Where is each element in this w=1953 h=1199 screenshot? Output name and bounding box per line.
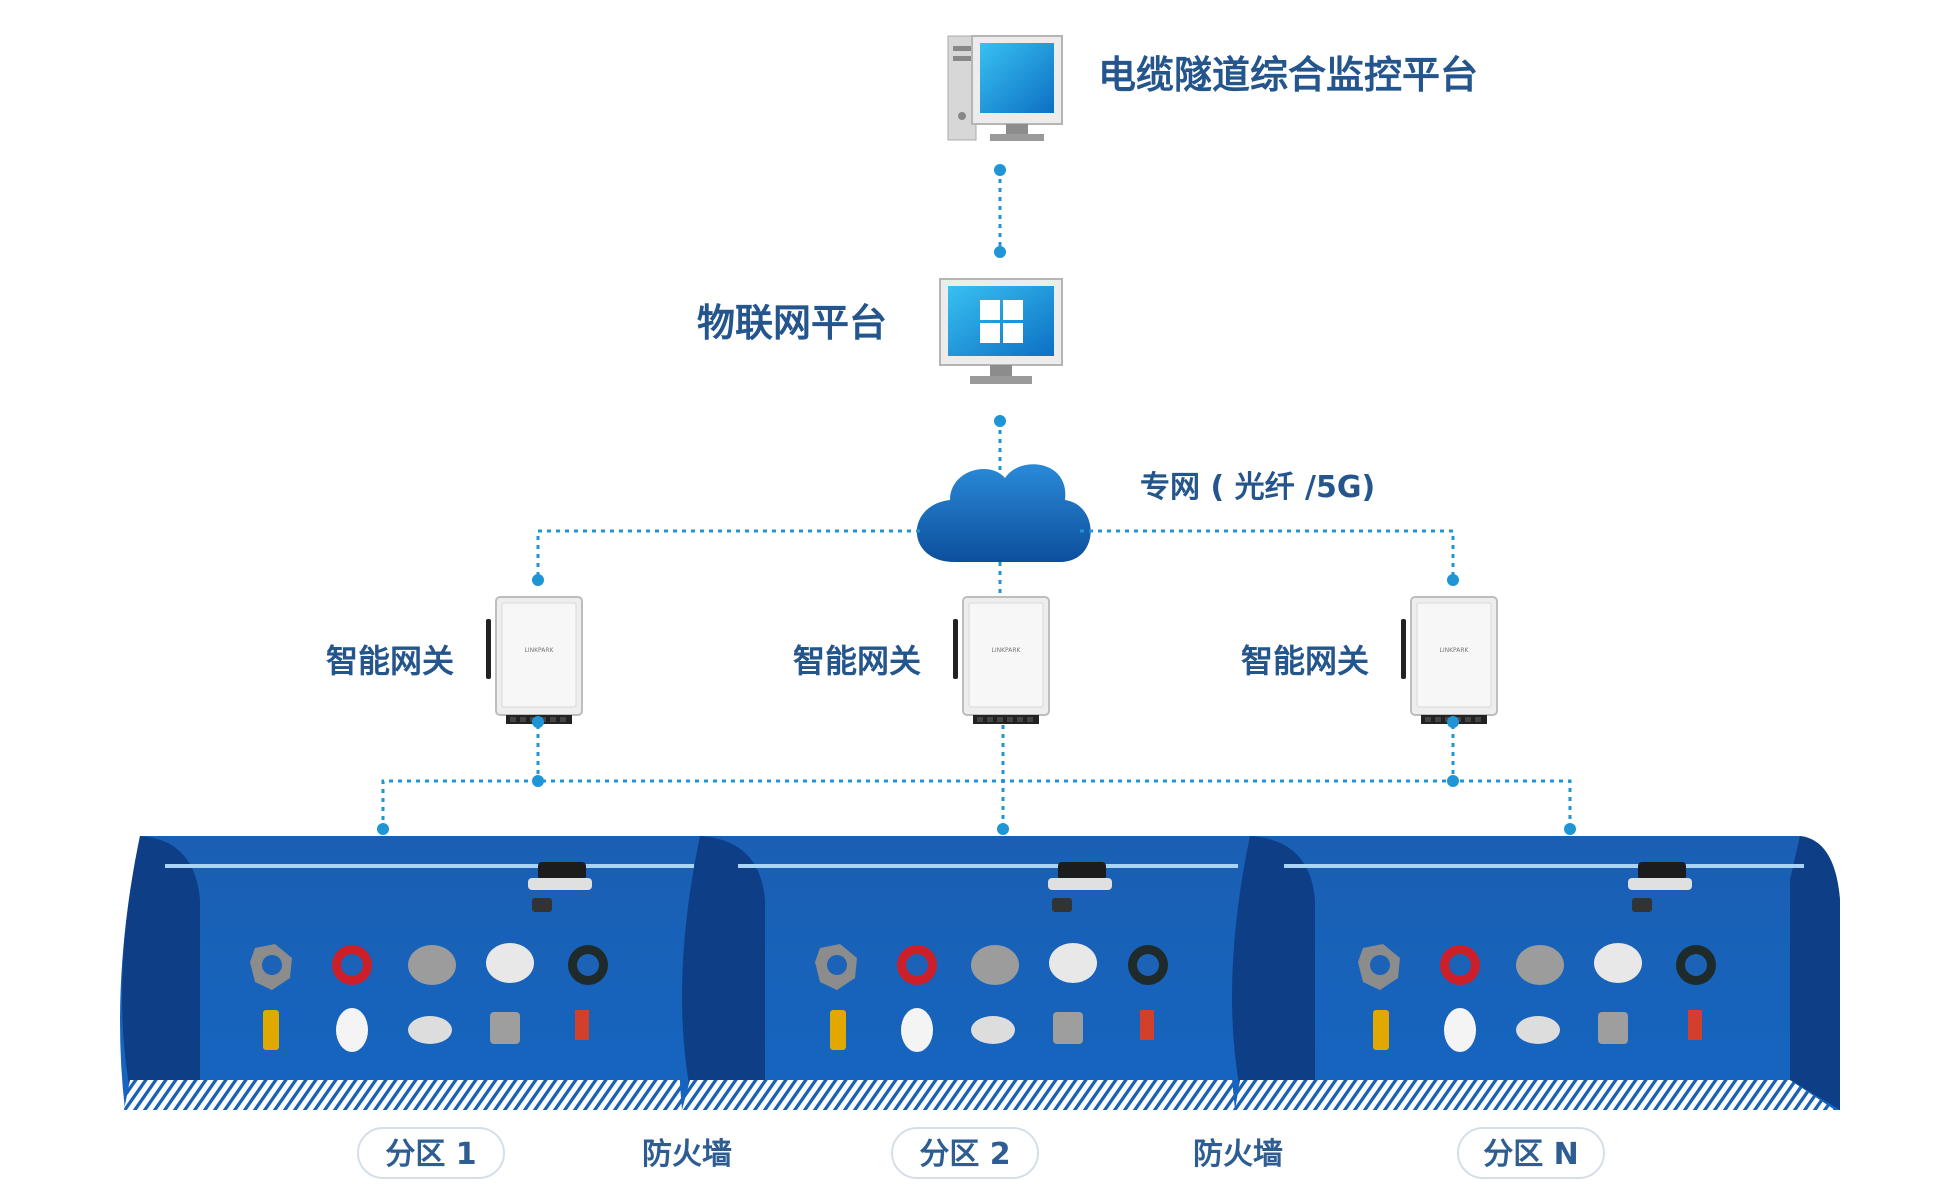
manhole-cover-sensor-icon bbox=[1598, 1012, 1628, 1044]
iot-platform-monitor-icon bbox=[939, 278, 1063, 384]
sensor-group-zone-n bbox=[1358, 943, 1716, 1052]
zone-label-pill-n: 分区 N bbox=[1457, 1127, 1605, 1179]
inspection-robot-icon bbox=[528, 862, 592, 912]
links-cloud-to-gateways bbox=[536, 529, 1455, 595]
iot-platform-label: 物联网平台 bbox=[697, 301, 887, 345]
gas-detector-icon bbox=[1688, 1010, 1702, 1040]
server-computer-icon bbox=[947, 35, 1063, 141]
water-level-sensor-icon bbox=[263, 1010, 279, 1050]
firewall-label-2: 防火墙 bbox=[1193, 1137, 1283, 1172]
monitoring-platform-title: 电缆隧道综合监控平台 bbox=[1098, 53, 1478, 97]
link-iot-to-cloud bbox=[994, 415, 1006, 470]
link-node bbox=[1447, 574, 1459, 586]
firewall-label-1: 防火墙 bbox=[642, 1137, 732, 1172]
gateway-brand: LINKPARK bbox=[525, 647, 555, 654]
gateway-device-3: LINKPARK bbox=[1400, 596, 1498, 725]
gateway-brand: LINKPARK bbox=[992, 647, 1022, 654]
camera-icon bbox=[408, 1016, 452, 1044]
smoke-detector-icon bbox=[486, 943, 534, 983]
ir-detector-icon bbox=[336, 1008, 368, 1052]
manhole-cover-sensor-icon bbox=[490, 1012, 520, 1044]
temperature-humidity-sensor-icon bbox=[971, 945, 1019, 985]
gateway-brand: LINKPARK bbox=[1440, 647, 1470, 654]
sensor-group-zone-1 bbox=[250, 943, 608, 1052]
link-nodes bbox=[377, 716, 1576, 835]
ir-detector-icon bbox=[901, 1008, 933, 1052]
sensor-group-zone-2 bbox=[815, 943, 1168, 1052]
water-level-sensor-icon bbox=[830, 1010, 846, 1050]
manhole-cover-sensor-icon bbox=[1053, 1012, 1083, 1044]
camera-icon bbox=[1516, 1016, 1560, 1044]
gas-detector-icon bbox=[1140, 1010, 1154, 1040]
gateway-label-3: 智能网关 bbox=[1241, 642, 1369, 680]
zone-label-pill-1: 分区 1 bbox=[357, 1127, 505, 1179]
inspection-robot-icon bbox=[1628, 862, 1692, 912]
private-network-label: 专网 ( 光纤 /5G) bbox=[1140, 470, 1375, 505]
links-gateways-to-zones bbox=[381, 725, 1572, 829]
temperature-humidity-sensor-icon bbox=[1516, 945, 1564, 985]
gas-detector-icon bbox=[575, 1010, 589, 1040]
temperature-humidity-sensor-icon bbox=[408, 945, 456, 985]
gateway-device-1: LINKPARK bbox=[485, 596, 583, 725]
ir-detector-icon bbox=[1444, 1008, 1476, 1052]
zone-label-n: 分区 N bbox=[1483, 1137, 1579, 1172]
inspection-robot-icon bbox=[1048, 862, 1112, 912]
zone-label-pill-2: 分区 2 bbox=[891, 1127, 1039, 1179]
link-node bbox=[532, 574, 544, 586]
smoke-detector-icon bbox=[1594, 943, 1642, 983]
zone-label-2: 分区 2 bbox=[919, 1137, 1010, 1172]
water-level-sensor-icon bbox=[1373, 1010, 1389, 1050]
smoke-detector-icon bbox=[1049, 943, 1097, 983]
gateway-label-2: 智能网关 bbox=[793, 642, 921, 680]
link-server-to-iot bbox=[994, 164, 1006, 258]
private-network-cloud-icon bbox=[916, 464, 1091, 562]
camera-icon bbox=[971, 1016, 1015, 1044]
zone-label-1: 分区 1 bbox=[385, 1137, 476, 1172]
gateway-device-2: LINKPARK bbox=[952, 596, 1050, 725]
gateway-label-1: 智能网关 bbox=[326, 642, 454, 680]
